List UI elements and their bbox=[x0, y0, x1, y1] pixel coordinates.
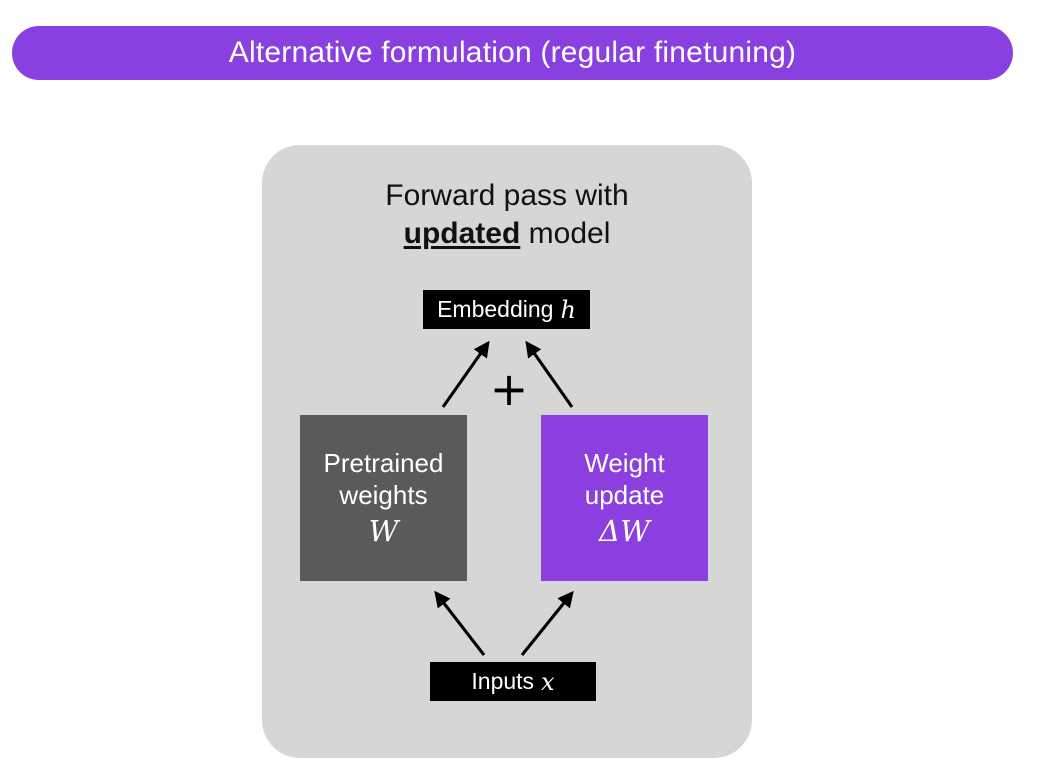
arrow-inputs-to-pretrained bbox=[434, 590, 486, 656]
diagram-heading-line1: Forward pass with bbox=[385, 179, 629, 212]
node-weight-update[interactable]: Weight update ΔW bbox=[541, 415, 708, 581]
node-pretrained-weights-symbol: W bbox=[368, 513, 399, 548]
node-embedding[interactable]: Embedding h bbox=[423, 290, 590, 329]
arrow-pretrained-to-embedding bbox=[441, 340, 490, 408]
node-pretrained-weights-line2: weights bbox=[339, 480, 428, 511]
node-inputs[interactable]: Inputs x bbox=[430, 662, 596, 701]
slide-title-banner: Alternative formulation (regular finetun… bbox=[12, 26, 1013, 80]
node-inputs-symbol: x bbox=[541, 667, 555, 696]
node-weight-update-symbol: ΔW bbox=[599, 513, 650, 548]
arrow-inputs-to-weight-update bbox=[520, 590, 574, 656]
arrow-weight-update-to-embedding bbox=[525, 340, 574, 408]
node-weight-update-line2: update bbox=[584, 480, 665, 511]
node-pretrained-weights[interactable]: Pretrained weights W bbox=[300, 415, 467, 581]
node-weight-update-line1: Weight bbox=[584, 448, 665, 479]
node-inputs-label: Inputs bbox=[471, 668, 535, 694]
node-pretrained-weights-line1: Pretrained bbox=[323, 448, 444, 479]
diagram-heading-line2-suffix: model bbox=[520, 217, 611, 251]
node-embedding-symbol: h bbox=[560, 295, 576, 324]
diagram-panel: Forward pass with updated model Embeddin… bbox=[262, 145, 752, 758]
node-embedding-label: Embedding bbox=[437, 296, 554, 322]
diagram-heading: Forward pass with updated model bbox=[262, 177, 752, 254]
plus-operator-icon: + bbox=[489, 362, 529, 416]
page-title: Alternative formulation (regular finetun… bbox=[228, 36, 797, 69]
diagram-heading-emphasis: updated bbox=[403, 217, 521, 251]
